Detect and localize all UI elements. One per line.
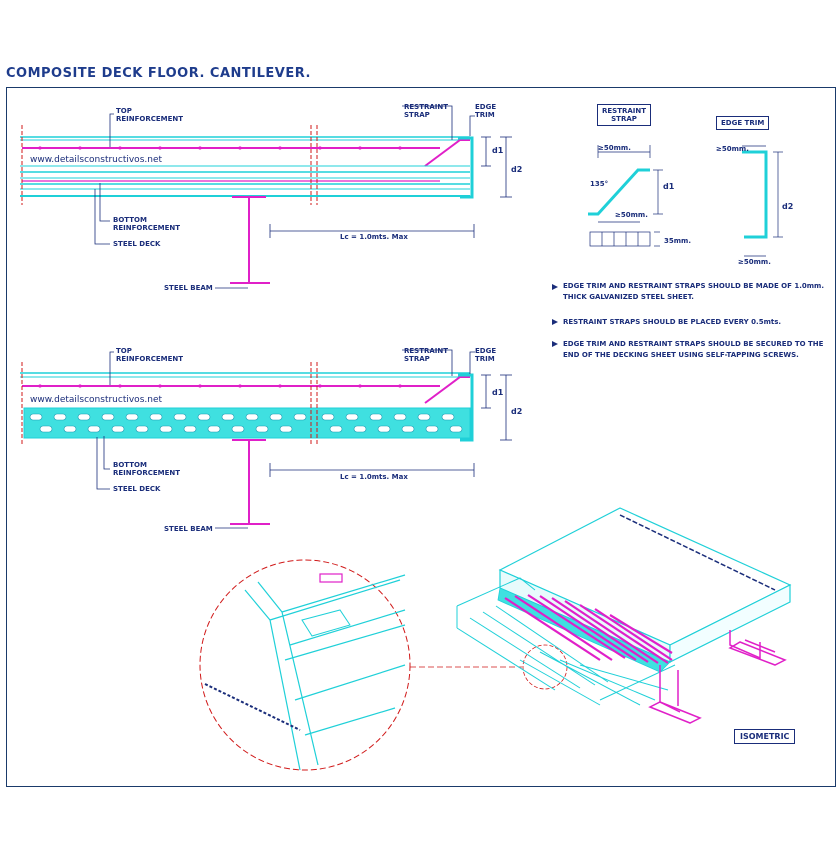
steel-deck-label: STEEL DECK [113, 240, 161, 248]
lc-dimension-label: Lc = 1.0mts. Max [340, 233, 408, 241]
note-1: EDGE TRIM AND RESTRAINT STRAPS SHOULD BE… [563, 282, 824, 301]
watermark-text: www.detailsconstructivos.net [30, 155, 163, 165]
bottom-section-drawing [20, 349, 512, 529]
edge-trim-dim-bottom: ≥50mm. [738, 258, 771, 266]
isometric-drawing [456, 507, 792, 724]
top-section-drawing [20, 105, 512, 289]
top-reinforcement-label: TOP REINFORCEMENT [116, 347, 184, 363]
strap-d1: d1 [663, 182, 675, 191]
d1-label: d1 [492, 146, 504, 155]
bottom-reinforcement-label: BOTTOM REINFORCEMENT [113, 216, 181, 232]
edge-trim-detail-drawing [742, 145, 783, 257]
edge-trim-label: EDGE TRIM [475, 103, 497, 119]
edge-trim-label: EDGE TRIM [475, 347, 497, 363]
isometric-label: ISOMETRIC [734, 729, 796, 744]
d2-label: d2 [511, 165, 523, 174]
strap-dim-top: ≥50mm. [598, 144, 631, 152]
steel-beam-label: STEEL BEAM [164, 284, 213, 292]
strap-width: 35mm. [664, 237, 691, 245]
page-title: COMPOSITE DECK FLOOR. CANTILEVER. [6, 66, 311, 81]
restraint-strap-label: RESTRAINT STRAP [404, 347, 449, 363]
note-3: EDGE TRIM AND RESTRAINT STRAPS SHOULD BE… [563, 340, 824, 359]
note-2: RESTRAINT STRAPS SHOULD BE PLACED EVERY … [563, 318, 782, 326]
strap-dim-bottom: ≥50mm. [615, 211, 648, 219]
d2-label: d2 [511, 407, 523, 416]
bottom-reinforcement-label: BOTTOM REINFORCEMENT [113, 461, 181, 477]
strap-detail-drawing [588, 145, 663, 247]
steel-deck-label: STEEL DECK [113, 485, 161, 493]
strap-angle: 135° [590, 180, 609, 188]
watermark-text: www.detailsconstructivos.net [30, 395, 163, 405]
lc-dimension-label: Lc = 1.0mts. Max [340, 473, 408, 481]
edge-trim-dim-top: ≥50mm. [716, 145, 749, 153]
steel-beam-label: STEEL BEAM [164, 525, 213, 533]
strap-detail-title: RESTRAINT STRAP [597, 104, 652, 126]
edge-trim-d2: d2 [782, 202, 794, 211]
edge-trim-detail-title: EDGE TRIM [716, 116, 770, 130]
note-bullets [552, 284, 558, 347]
zoom-detail-drawing [199, 559, 568, 771]
d1-label: d1 [492, 388, 504, 397]
restraint-strap-label: RESTRAINT STRAP [404, 103, 449, 119]
top-reinforcement-label: TOP REINFORCEMENT [116, 107, 184, 123]
